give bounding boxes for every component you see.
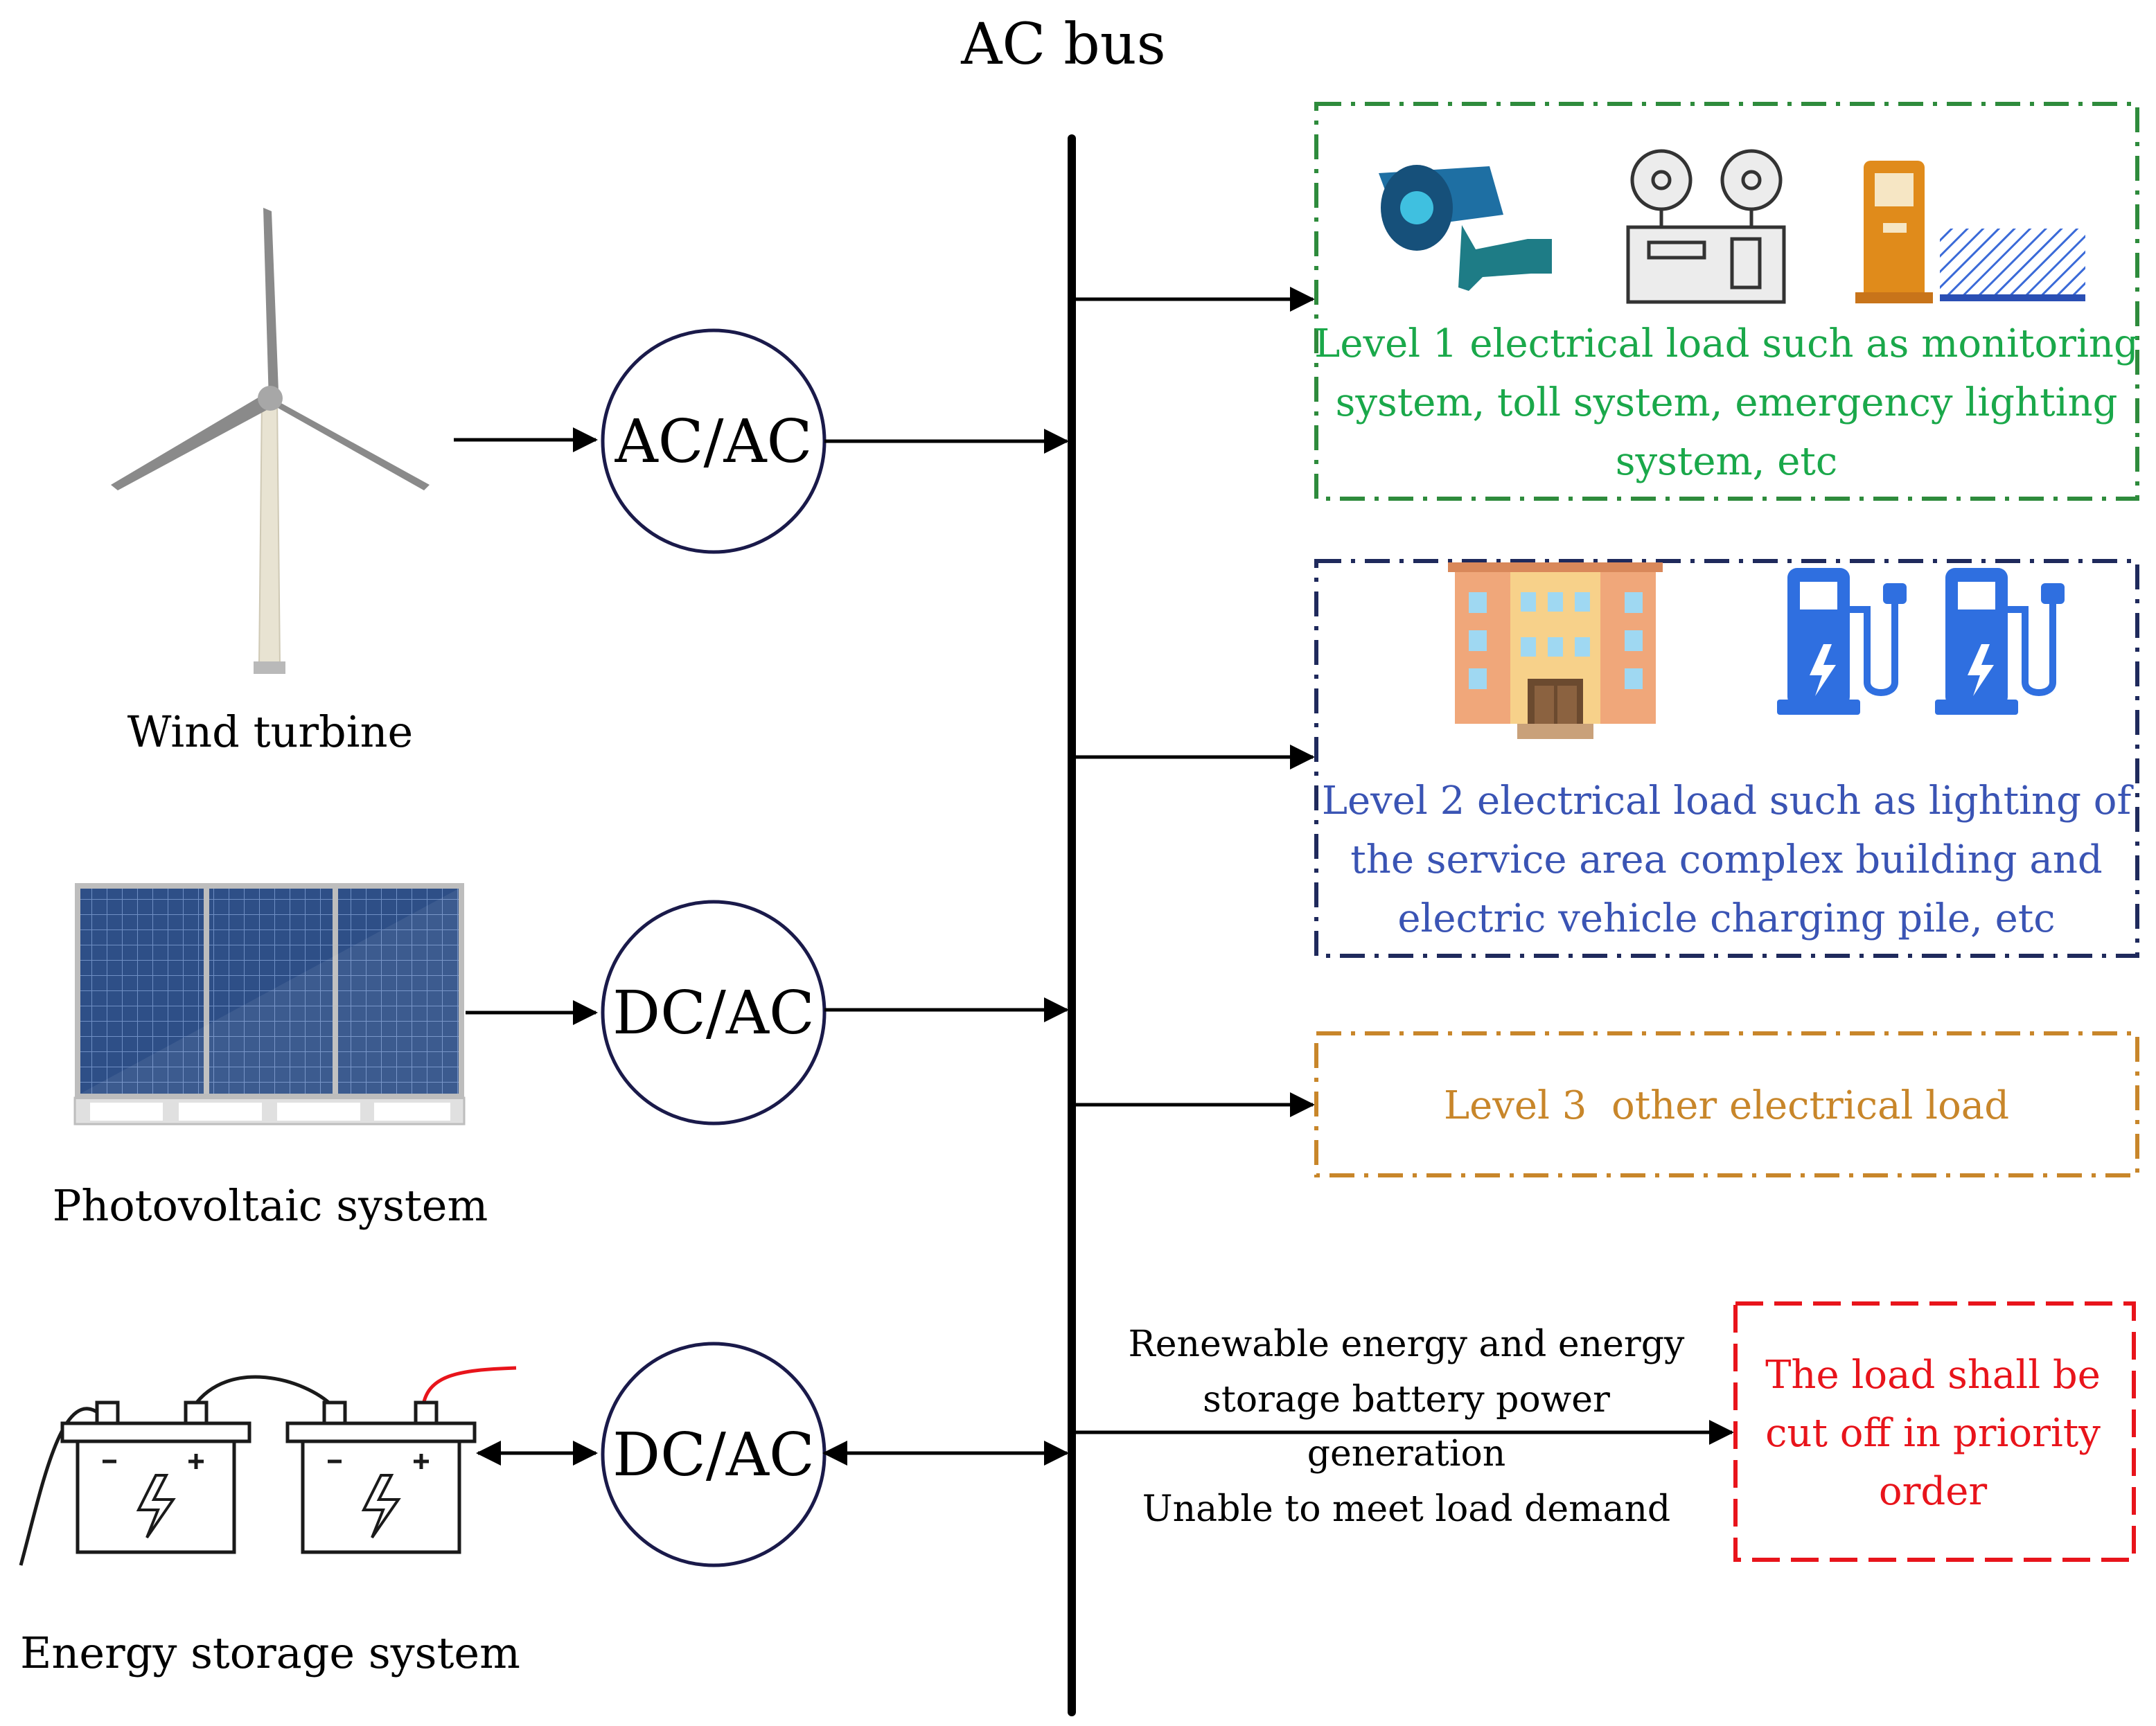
level2-load-text-line3: electric vehicle charging pile, etc [1397,896,2055,941]
level2-load-text-line2: the service area complex building and [1350,837,2102,882]
wind-turbine-icon [111,208,430,674]
level2-load-text-line1: Level 2 electrical load such as lighting… [1322,779,2135,824]
load-shedding-text-line1: The load shall be [1765,1353,2101,1398]
level1-load-text-line1: Level 1 electrical load such as monitori… [1314,321,2139,366]
condition-text-line3: generation [1307,1433,1506,1475]
level1-load-text-line3: system, etc [1616,439,1837,484]
ac-ac-converter-label: AC/AC [615,407,813,477]
level1-load-text-line2: system, toll system, emergency lighting [1336,380,2118,425]
energy-storage-label: Energy storage system [20,1628,520,1678]
pv-system-label: Photovoltaic system [53,1180,488,1231]
condition-text-line4: Unable to meet load demand [1142,1488,1670,1530]
storage-dc-ac-converter-label: DC/AC [612,1421,815,1490]
solar-panel-icon [73,883,466,1126]
wind-turbine-label: Wind turbine [127,706,413,757]
condition-text-line2: storage battery power [1203,1379,1610,1421]
battery-bank-icon [19,1366,517,1566]
level3-load-text: Level 3 other electrical load [1444,1083,2009,1128]
load-shedding-text-line3: order [1879,1469,1987,1514]
pv-dc-ac-converter-label: DC/AC [612,979,815,1048]
ev-charging-pile-icon [1777,568,2065,715]
pv-dc-ac-converter [601,900,827,1126]
toll-station-icon [1855,161,2085,303]
surveillance-camera-icon [1379,165,1552,291]
load-shedding-box [1733,1301,2136,1562]
emergency-lighting-icon [1626,149,1786,304]
level2-load-box [1314,559,2139,958]
level3-load-box [1314,1031,2139,1177]
condition-text-line1: Renewable energy and energy [1129,1324,1686,1365]
bus-title: AC bus [960,12,1165,78]
level1-load-box [1314,102,2139,501]
load-shedding-text-line2: cut off in priority [1765,1411,2101,1456]
service-building-icon [1448,562,1663,739]
